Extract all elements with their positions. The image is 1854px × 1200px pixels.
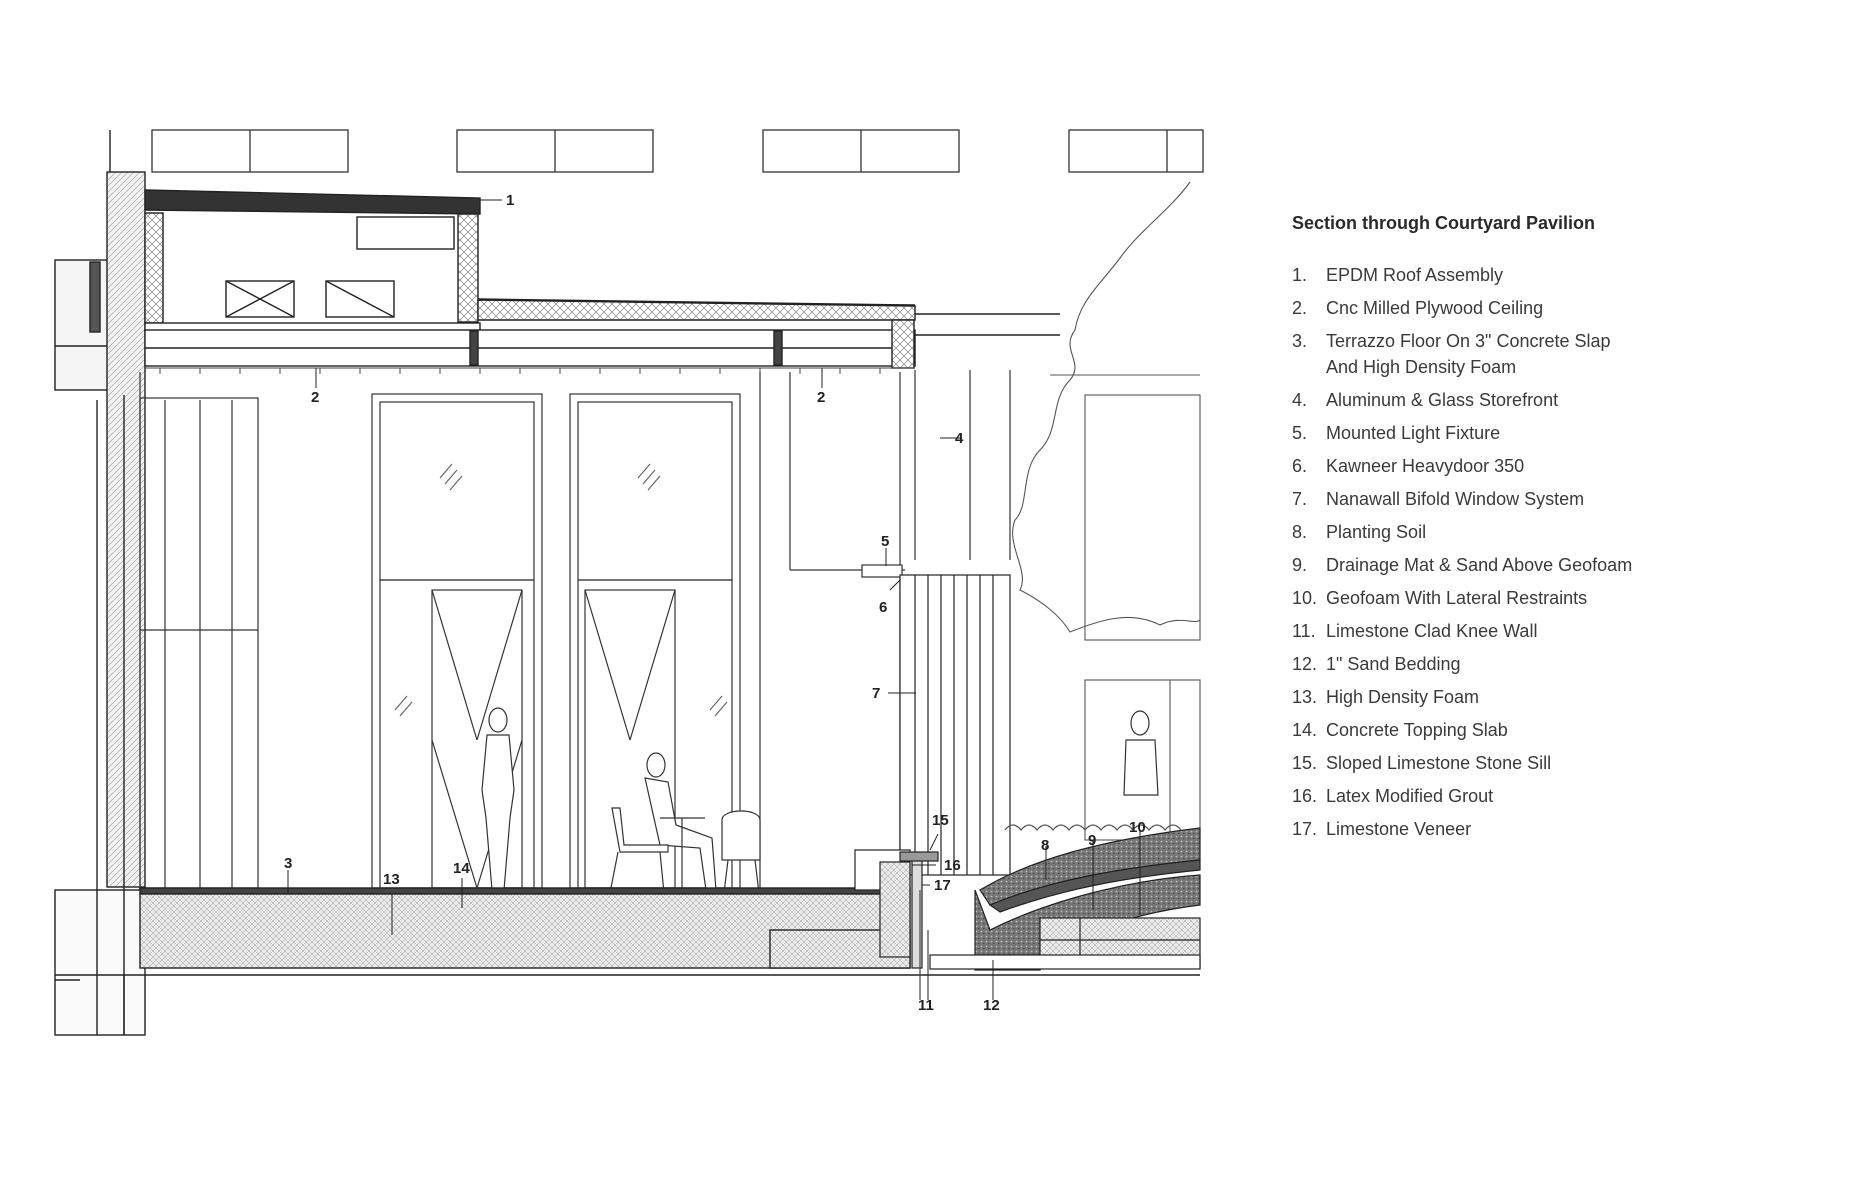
callout-15: 15: [932, 812, 949, 829]
callout-17: 17: [934, 877, 951, 894]
legend-number: 2.: [1292, 298, 1308, 318]
legend-item: 15. Sloped Limestone Stone Sill: [1292, 750, 1812, 776]
legend-text: Geofoam With Lateral Restraints: [1326, 588, 1588, 608]
legend-text: Nanawall Bifold Window System: [1326, 489, 1585, 509]
callout-8: 8: [1041, 837, 1049, 854]
callout-4: 4: [955, 430, 964, 447]
legend-text: EPDM Roof Assembly: [1326, 265, 1504, 285]
callout-10: 10: [1129, 819, 1146, 836]
legend-number: 14.: [1292, 720, 1318, 740]
adjacent-building-windows: [151, 129, 1204, 173]
callout-5: 5: [881, 533, 889, 550]
callout-2b: 2: [817, 389, 825, 406]
legend-item: 5. Mounted Light Fixture: [1292, 420, 1812, 446]
callout-14: 14: [453, 860, 470, 877]
floor-slab-and-foam: [55, 887, 1200, 1035]
legend-list: 1. EPDM Roof Assembly 2. Cnc Milled Plywoo…: [1292, 262, 1812, 842]
legend-text: Aluminum & Glass Storefront: [1326, 390, 1559, 410]
legend-number: 9.: [1292, 555, 1308, 575]
legend-item: 1. EPDM Roof Assembly: [1292, 262, 1812, 288]
legend-item: 6. Kawneer Heavydoor 350: [1292, 453, 1812, 479]
callout-1: 1: [506, 192, 514, 209]
legend-number: 7.: [1292, 489, 1308, 509]
legend-text: Concrete Topping Slab: [1326, 720, 1508, 740]
legend-number: 3.: [1292, 331, 1308, 351]
legend-item: 16. Latex Modified Grout: [1292, 783, 1812, 809]
callout-3: 3: [284, 855, 292, 872]
pavilion-walls-and-glazing: [139, 370, 1011, 890]
legend-number: 6.: [1292, 456, 1308, 476]
legend-text: Latex Modified Grout: [1326, 786, 1494, 806]
roof-assembly: [144, 189, 1060, 369]
plywood-ceiling: [145, 367, 915, 374]
legend-text: Planting Soil: [1326, 522, 1427, 542]
bifold-window: [899, 574, 1011, 876]
legend-text: Limestone Clad Knee Wall: [1326, 621, 1538, 641]
legend-text: Sloped Limestone Stone Sill: [1326, 753, 1552, 773]
legend-number: 5.: [1292, 423, 1308, 443]
legend-item: 10. Geofoam With Lateral Restraints: [1292, 585, 1812, 611]
legend-text: 1" Sand Bedding: [1326, 654, 1461, 674]
callout-13: 13: [383, 871, 400, 888]
legend-text: Cnc Milled Plywood Ceiling: [1326, 298, 1544, 318]
callout-16: 16: [944, 857, 961, 874]
knee-wall-and-landscape: [854, 824, 1201, 1000]
legend-item: 17. Limestone Veneer: [1292, 816, 1812, 842]
legend-number: 11.: [1292, 621, 1316, 641]
left-wall-section: [54, 130, 146, 1036]
leader-lines: [287, 199, 1141, 1000]
legend-text: Mounted Light Fixture: [1326, 423, 1501, 443]
legend-text: Drainage Mat & Sand Above Geofoam: [1326, 555, 1633, 575]
legend-number: 10.: [1292, 588, 1318, 608]
legend-text: Terrazzo Floor On 3" Concrete Slap And H…: [1326, 331, 1611, 377]
legend-item: 2. Cnc Milled Plywood Ceiling: [1292, 295, 1812, 321]
legend-number: 17.: [1292, 819, 1318, 839]
callout-2a: 2: [311, 389, 319, 406]
callout-numbers: 1 2 2 3 4 5 6 7 8 9 10 11 12 13 14 15 16…: [284, 192, 1146, 1014]
legend-item: 14. Concrete Topping Slab: [1292, 717, 1812, 743]
callout-11: 11: [918, 997, 934, 1014]
legend-number: 1.: [1292, 265, 1308, 285]
callout-7: 7: [872, 685, 880, 702]
legend-title: Section through Courtyard Pavilion: [1292, 213, 1596, 233]
legend-text: Kawneer Heavydoor 350: [1326, 456, 1525, 476]
callout-6: 6: [879, 599, 887, 616]
legend-item: 12. 1" Sand Bedding: [1292, 651, 1812, 677]
callout-9: 9: [1088, 832, 1096, 849]
legend-item: 8. Planting Soil: [1292, 519, 1812, 545]
legend: Section through Courtyard Pavilion 1. EPD…: [1292, 213, 1812, 849]
legend-item: 3. Terrazzo Floor On 3" Concrete Slap And…: [1292, 328, 1812, 380]
legend-number: 4.: [1292, 390, 1308, 410]
legend-text: Limestone Veneer: [1326, 819, 1472, 839]
legend-number: 15.: [1292, 753, 1318, 773]
legend-text: High Density Foam: [1326, 687, 1480, 707]
legend-number: 13.: [1292, 687, 1318, 707]
legend-item: 11. Limestone Clad Knee Wall: [1292, 618, 1812, 644]
legend-number: 8.: [1292, 522, 1308, 542]
background-building-and-tree: [1012, 181, 1201, 841]
people-and-furniture: [481, 707, 1159, 894]
legend-item: 9. Drainage Mat & Sand Above Geofoam: [1292, 552, 1812, 578]
callout-12: 12: [983, 997, 1000, 1014]
legend-item: 4. Aluminum & Glass Storefront: [1292, 387, 1812, 413]
legend-number: 12.: [1292, 654, 1318, 674]
legend-number: 16.: [1292, 786, 1318, 806]
legend-item: 13. High Density Foam: [1292, 684, 1812, 710]
legend-item: 7. Nanawall Bifold Window System: [1292, 486, 1812, 512]
